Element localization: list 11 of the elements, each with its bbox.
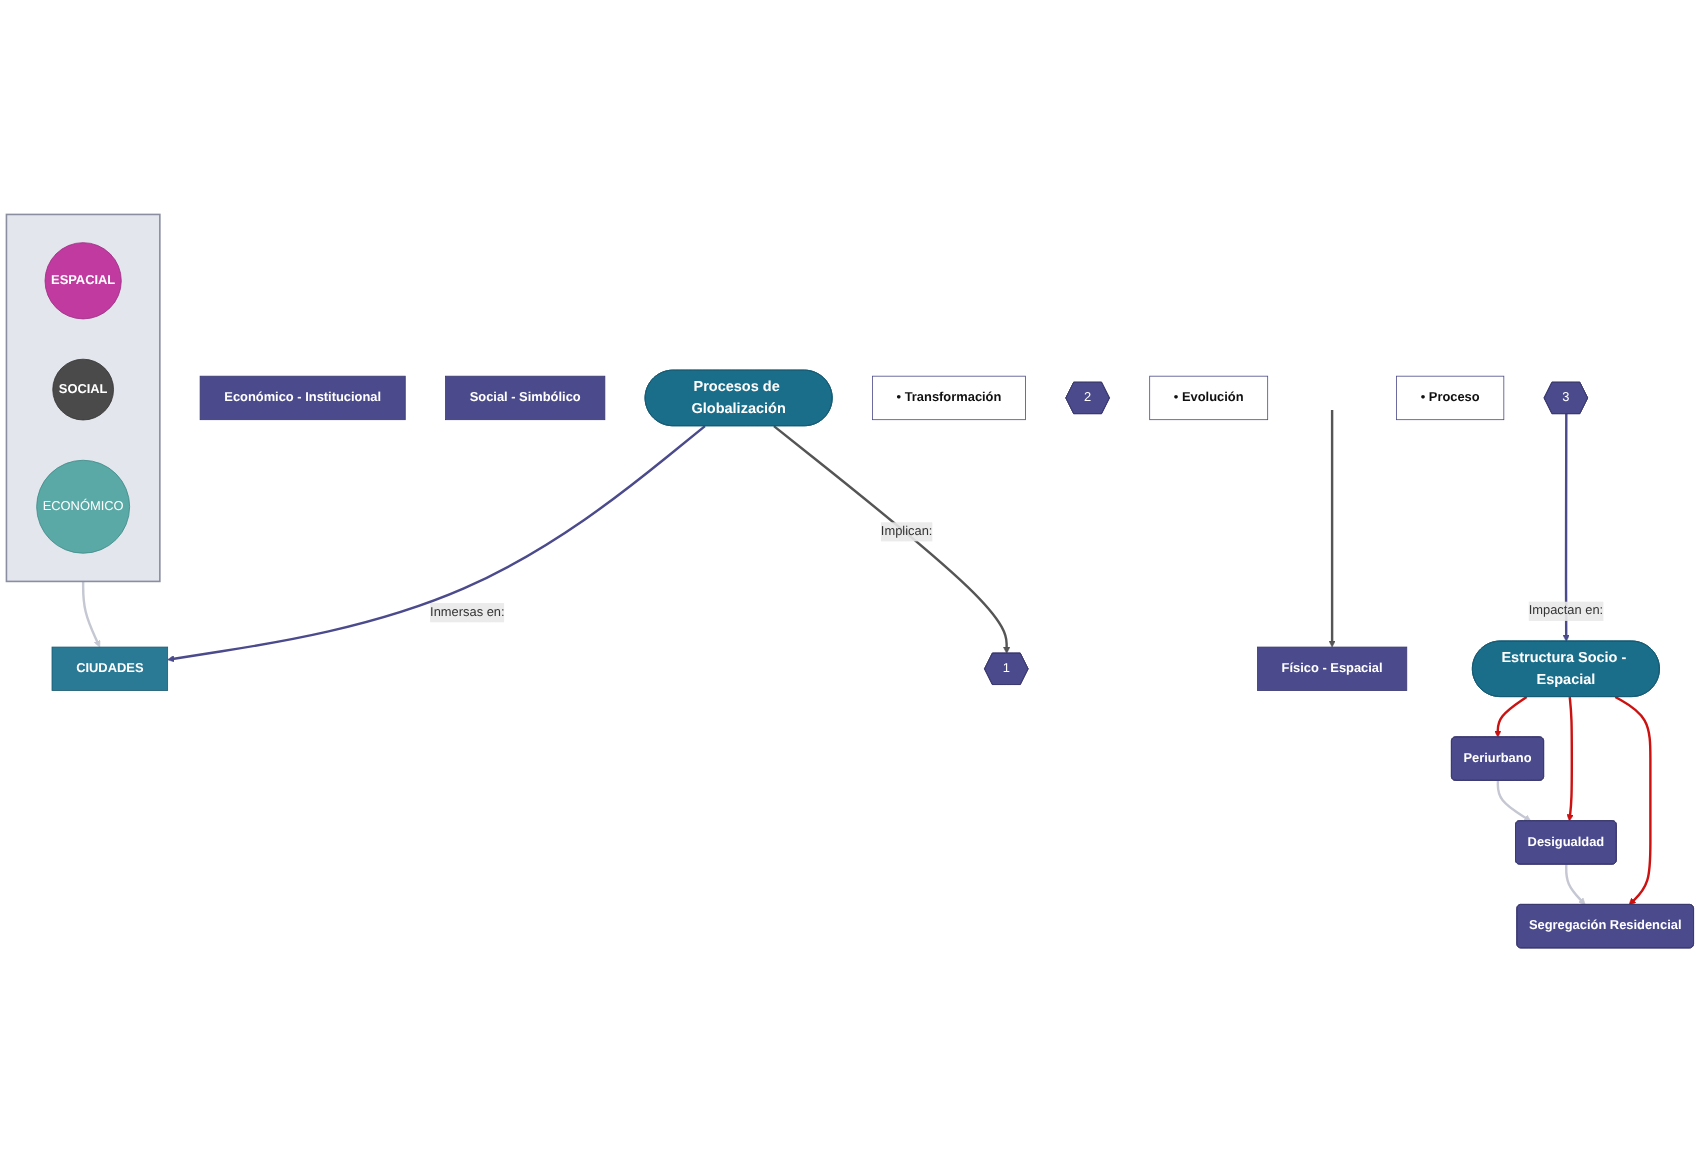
arrow	[1562, 414, 1570, 643]
arrow	[1566, 697, 1574, 823]
arrow	[81, 582, 101, 649]
arrow	[1565, 865, 1586, 906]
arrow	[1494, 696, 1528, 739]
arrow	[773, 426, 1011, 655]
arrow	[1496, 781, 1532, 823]
arrow	[1328, 410, 1336, 649]
cluster	[5, 214, 161, 584]
arrow	[167, 426, 706, 664]
arrow	[1614, 696, 1652, 906]
